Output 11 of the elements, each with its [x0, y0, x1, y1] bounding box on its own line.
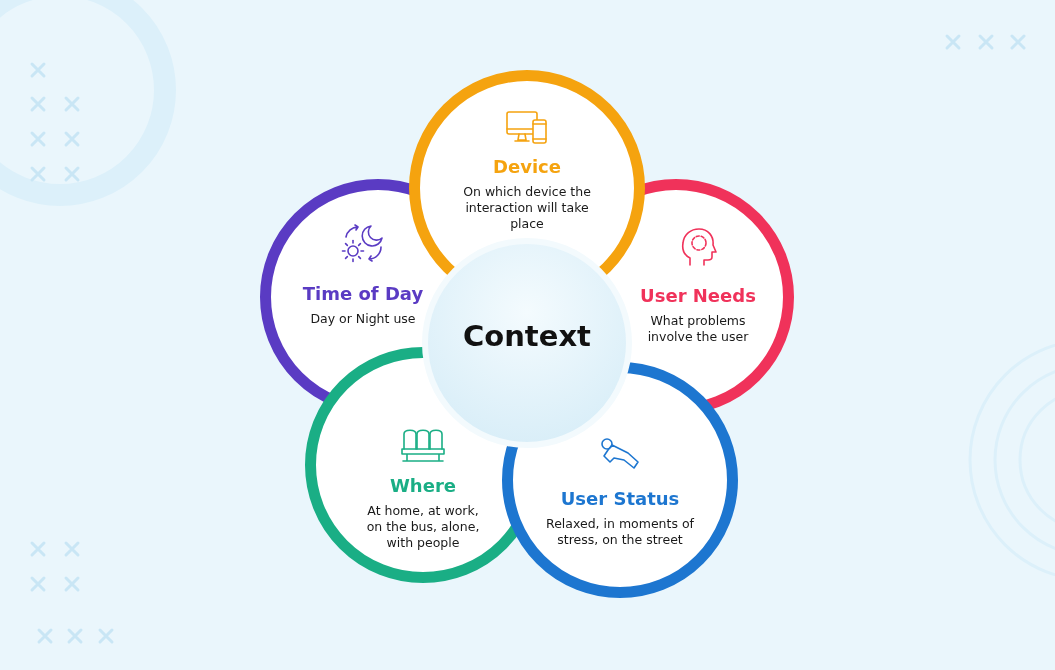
- topic-description: What problems involve the user: [646, 313, 750, 345]
- topic-title: Where: [389, 475, 457, 496]
- topic-description: At home, at work, on the bus, alone, with people: [365, 503, 481, 551]
- topic-title: User Needs: [639, 285, 757, 306]
- topic-title: User Status: [559, 488, 681, 509]
- topic-title: Time of Day: [301, 283, 425, 304]
- center-title: Context: [462, 319, 592, 353]
- topic-description: On which device the interaction will take place: [463, 184, 591, 232]
- topic-description: Day or Night use: [309, 311, 417, 327]
- topic-description: Relaxed, in moments of stress, on the street: [545, 516, 695, 548]
- topic-title: Device: [492, 156, 562, 177]
